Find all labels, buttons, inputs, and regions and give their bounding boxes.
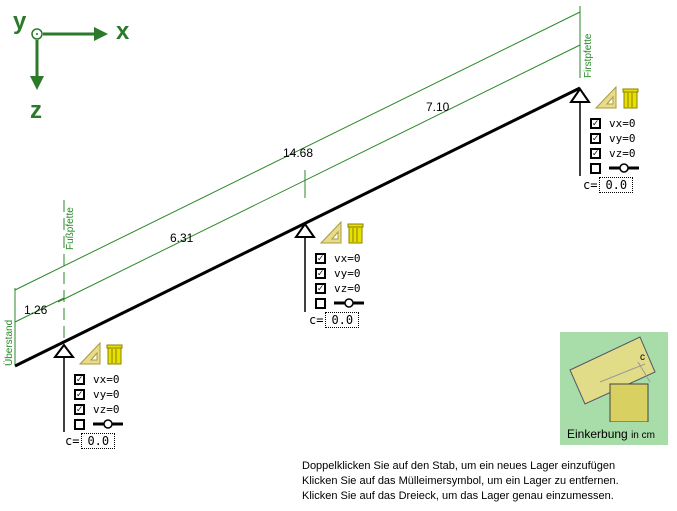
notch-illustration [569,336,656,422]
spring-icon [93,419,123,429]
dimension-total: 14.68 [283,146,314,160]
axis-x-label: x [116,18,130,45]
vy-checkbox[interactable]: ✓vy=0 [74,387,120,401]
spring-icon [609,163,639,173]
spring-checkbox[interactable] [74,417,123,431]
vy-checkbox[interactable]: ✓vy=0 [315,266,361,280]
support-triangle-icon[interactable] [569,87,591,103]
spring-checkbox[interactable] [315,296,364,310]
vy-checkbox[interactable]: ✓vy=0 [590,131,636,145]
label-fusspfette: Fußpfette [65,207,76,250]
vz-checkbox[interactable]: ✓vz=0 [315,281,361,295]
support-1: ✓vx=0 ✓vy=0 ✓vz=0 c=0.0 [64,342,154,452]
trash-icon[interactable] [622,88,639,109]
support-lines [63,102,581,432]
set-square-icon[interactable] [594,86,617,109]
vx-checkbox[interactable]: ✓vx=0 [74,372,120,386]
axis-icon [30,27,108,90]
spring-checkbox[interactable] [590,161,639,175]
dimension-lower: 6.31 [170,231,194,245]
vz-checkbox[interactable]: ✓vz=0 [74,402,120,416]
support-triangle-icon[interactable] [53,343,75,358]
dimension-overhang: 1.26 [24,303,48,317]
label-ueberstand: Überstand [4,319,15,366]
set-square-icon[interactable] [319,221,342,244]
trash-icon[interactable] [106,344,123,365]
trash-icon[interactable] [347,223,364,244]
axis-y-label: y [13,8,27,35]
vx-checkbox[interactable]: ✓vx=0 [315,251,361,265]
help-line: Klicken Sie auf das Mülleimersymbol, um … [302,475,619,487]
dimension-upper: 7.10 [426,100,450,114]
support-3: ✓vx=0 ✓vy=0 ✓vz=0 c=0.0 [580,86,670,196]
axis-z-label: z [30,97,42,124]
label-firstpfette: Firstpfette [583,33,594,78]
c-field[interactable]: c=0.0 [309,312,360,328]
notch-c-label: c [640,352,645,363]
set-square-icon[interactable] [78,342,101,365]
help-line: Klicken Sie auf das Dreieck, um das Lage… [302,490,614,502]
einkerbung-button[interactable]: c Einkerbung in cm [560,332,668,445]
c-field[interactable]: c=0.0 [583,177,634,193]
spring-icon [334,298,364,308]
einkerbung-label: Einkerbung in cm [567,427,655,441]
support-2: ✓vx=0 ✓vy=0 ✓vz=0 c=0.0 [305,221,395,331]
vz-checkbox[interactable]: ✓vz=0 [590,146,636,160]
c-field[interactable]: c=0.0 [65,433,116,449]
help-text: Doppelklicken Sie auf den Stab, um ein n… [302,459,619,504]
help-line: Doppelklicken Sie auf den Stab, um ein n… [302,460,616,472]
support-triangle-icon[interactable] [294,222,316,238]
vx-checkbox[interactable]: ✓vx=0 [590,116,636,130]
beam[interactable] [14,86,581,368]
dimension-lines [14,6,581,365]
